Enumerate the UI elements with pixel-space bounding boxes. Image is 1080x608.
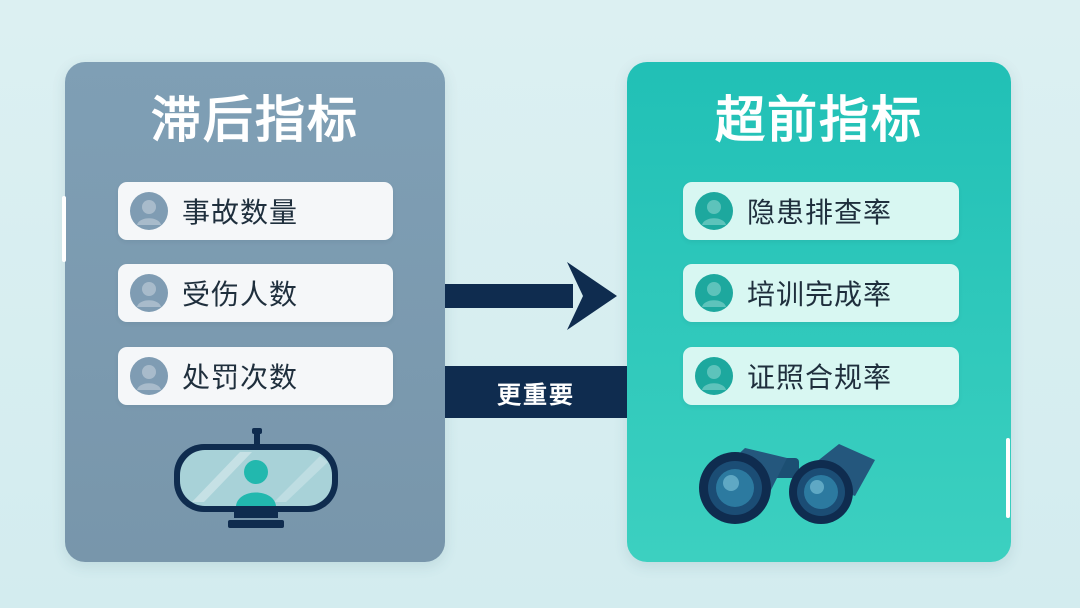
- person-icon: [695, 357, 733, 395]
- rearview-mirror-icon: [174, 428, 338, 528]
- leading-item-label: 隐患排查率: [747, 196, 893, 229]
- leading-item-license-compliance-rate: 证照合规率: [683, 347, 959, 405]
- leading-item-label: 证照合规率: [747, 361, 893, 394]
- right-arrow-icon: [445, 262, 617, 330]
- more-important-label: 更重要: [497, 380, 575, 409]
- lagging-item-penalty-count: 处罚次数: [118, 347, 393, 405]
- person-icon: [130, 274, 168, 312]
- person-icon: [130, 192, 168, 230]
- lagging-item-label: 处罚次数: [182, 361, 299, 394]
- right-edge-mark: [1006, 438, 1010, 518]
- lagging-item-accident-count: 事故数量: [118, 182, 393, 240]
- leading-item-label: 培训完成率: [747, 278, 893, 311]
- person-icon: [695, 192, 733, 230]
- left-edge-mark: [62, 196, 66, 262]
- person-icon: [130, 357, 168, 395]
- lagging-indicators-title: 滞后指标: [151, 91, 359, 149]
- leading-item-hazard-inspection-rate: 隐患排查率: [683, 182, 959, 240]
- more-important-banner: 更重要: [445, 366, 627, 418]
- lagging-item-label: 受伤人数: [182, 278, 299, 311]
- lagging-item-label: 事故数量: [182, 196, 299, 229]
- leading-indicators-title: 超前指标: [715, 91, 923, 149]
- leading-item-training-completion-rate: 培训完成率: [683, 264, 959, 322]
- person-icon: [695, 274, 733, 312]
- binoculars-icon: [699, 444, 875, 524]
- lagging-item-injury-count: 受伤人数: [118, 264, 393, 322]
